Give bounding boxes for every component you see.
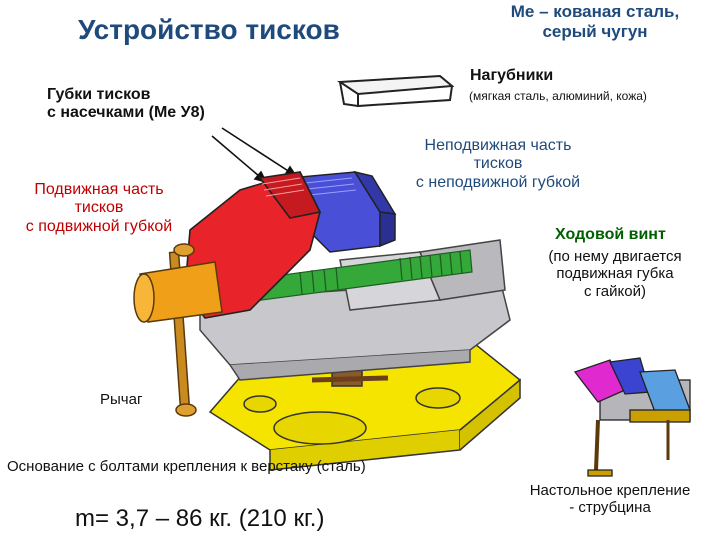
base-label: Основание с болтами крепления к верстаку…	[7, 458, 366, 475]
jaw-pads-note: (мягкая сталь, алюминий, кожа)	[469, 89, 647, 103]
fixed-part-line-3: с неподвижной губкой	[415, 173, 581, 191]
movable-part-line-3: с подвижной губкой	[25, 217, 173, 235]
jaw-pads-label: Нагубники	[470, 67, 554, 84]
page-title: Устройство тисков	[78, 14, 340, 45]
movable-part-line-1: Подвижная часть	[34, 181, 164, 198]
jaws-line-1: Губки тисков	[47, 86, 151, 103]
mass-label: m= 3,7 – 86 кг. (210 кг.)	[75, 505, 325, 532]
lead-screw-note-line-2: подвижная губка	[556, 265, 674, 283]
material-line-2: серый чугун	[542, 21, 648, 41]
jaws-line-2: с насечками (Ме У8)	[47, 104, 205, 122]
fixed-part-line-1: Неподвижная часть	[424, 137, 572, 154]
jaw-pad-sketch	[336, 74, 455, 108]
lead-screw-note-line-1: (по нему двигается	[548, 248, 682, 265]
clamp-line-2: - струбцина	[569, 499, 651, 517]
movable-part-label: Подвижная часть тисков с подвижной губко…	[10, 181, 188, 236]
material-label: Ме – кованая сталь, серый чугун	[500, 2, 690, 41]
movable-part-line-2: тисков	[74, 199, 124, 217]
clamp-vise-drawing	[573, 357, 691, 477]
material-line-1: Ме – кованая сталь,	[510, 2, 680, 21]
fixed-part-label: Неподвижная часть тисков с неподвижной г…	[393, 137, 603, 192]
handle-drawing	[133, 243, 223, 417]
jaws-label: Губки тисков с насечками (Ме У8)	[47, 86, 205, 123]
lead-screw-note: (по нему двигается подвижная губка с гай…	[525, 248, 705, 300]
fixed-part-line-2: тисков	[473, 155, 523, 173]
clamp-line-1: Настольное крепление	[529, 482, 691, 499]
lever-label: Рычаг	[100, 391, 143, 408]
lead-screw-note-line-3: с гайкой)	[584, 282, 646, 300]
movable-body-drawing	[184, 171, 322, 319]
lead-screw-title: Ходовой винт	[555, 226, 666, 243]
clamp-label: Настольное крепление - струбцина	[505, 482, 715, 517]
